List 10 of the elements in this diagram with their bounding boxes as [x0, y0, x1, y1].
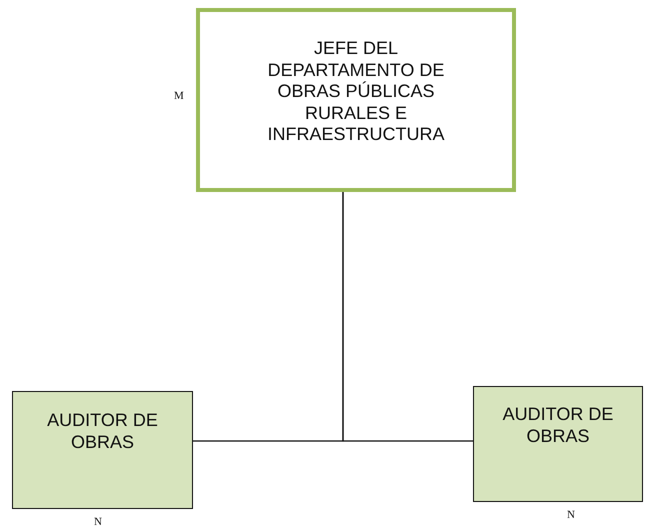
cardinality-label: M — [174, 90, 184, 102]
org-box — [473, 386, 643, 502]
box-title: JEFE DEL DEPARTAMENTO DE OBRAS PÚBLICAS RURALES E INFRAESTRUCTURA — [266, 38, 446, 146]
box-title: AUDITOR DE OBRAS — [502, 404, 614, 448]
cardinality-label: N — [94, 516, 102, 528]
cardinality-label: N — [567, 509, 575, 521]
connector-line — [342, 192, 473, 442]
org-box — [12, 391, 193, 509]
box-title: AUDITOR DE OBRAS — [46, 410, 159, 454]
org-box — [196, 8, 516, 192]
